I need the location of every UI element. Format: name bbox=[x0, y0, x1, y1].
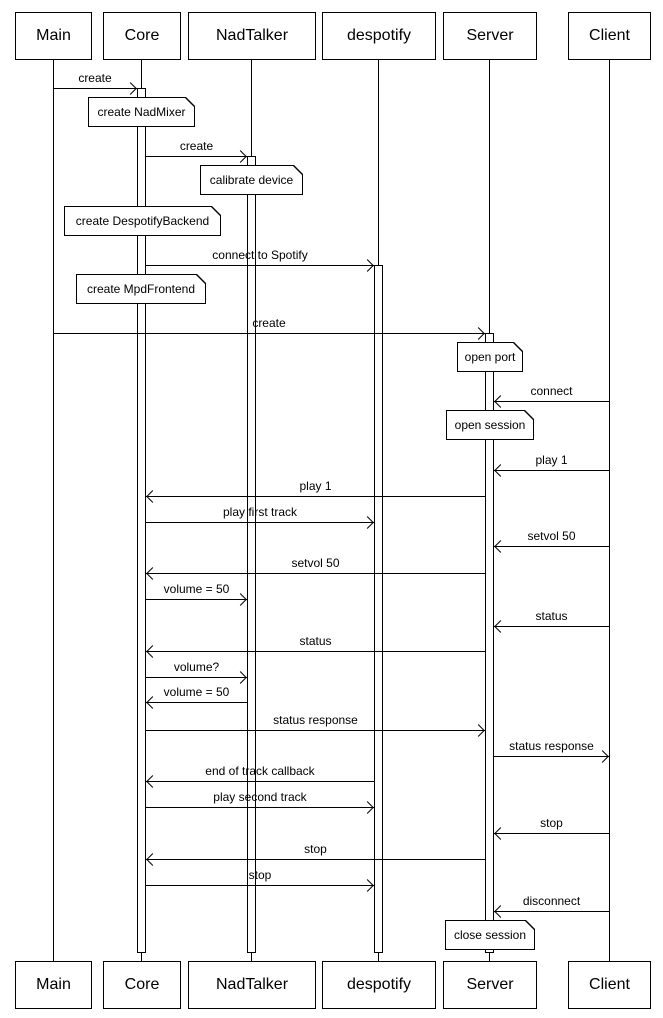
participant-top-client: Client bbox=[568, 12, 651, 60]
note-body: open port bbox=[458, 343, 522, 371]
message-arrow bbox=[146, 265, 374, 266]
note: close session bbox=[445, 920, 535, 950]
lifeline-main bbox=[53, 60, 54, 961]
message-arrow bbox=[494, 401, 609, 402]
note-body: create MpdFrontend bbox=[77, 275, 205, 303]
note: create DespotifyBackend bbox=[64, 206, 221, 236]
message-label: stop bbox=[248, 868, 272, 882]
participant-bottom-server: Server bbox=[443, 961, 537, 1009]
message-label: end of track callback bbox=[205, 764, 315, 778]
message-label: setvol 50 bbox=[527, 529, 576, 543]
message-arrow bbox=[146, 573, 485, 574]
participant-top-server: Server bbox=[443, 12, 537, 60]
message-label: status response bbox=[509, 739, 594, 753]
message-arrow bbox=[146, 859, 485, 860]
note-text: calibrate device bbox=[209, 173, 294, 187]
message-label: volume = 50 bbox=[163, 582, 230, 596]
participant-bottom-despotify: despotify bbox=[322, 961, 436, 1009]
message-label: play 1 bbox=[299, 479, 332, 493]
participant-bottom-nadtalker: NadTalker bbox=[188, 961, 316, 1009]
participant-top-nadtalker: NadTalker bbox=[188, 12, 316, 60]
activation-despotify bbox=[374, 265, 383, 953]
message-arrow bbox=[146, 651, 485, 652]
note: open port bbox=[457, 342, 523, 372]
message-label: status bbox=[535, 609, 568, 623]
note: create NadMixer bbox=[88, 97, 195, 127]
note-text: create DespotifyBackend bbox=[75, 214, 210, 228]
note-text: create NadMixer bbox=[97, 105, 186, 119]
message-arrow bbox=[494, 546, 609, 547]
message-label: status response bbox=[273, 713, 358, 727]
participant-bottom-client: Client bbox=[568, 961, 651, 1009]
note-body: open session bbox=[447, 411, 533, 439]
participant-top-core: Core bbox=[103, 12, 181, 60]
message-arrow bbox=[146, 496, 485, 497]
message-arrow bbox=[146, 807, 374, 808]
note-body: create NadMixer bbox=[89, 98, 194, 126]
lifeline-client bbox=[609, 60, 610, 961]
message-label: volume = 50 bbox=[163, 685, 230, 699]
message-arrow bbox=[146, 781, 374, 782]
message-arrow bbox=[146, 677, 247, 678]
message-label: create bbox=[179, 139, 214, 153]
activation-server bbox=[485, 333, 494, 953]
participant-top-despotify: despotify bbox=[322, 12, 436, 60]
message-arrow bbox=[146, 885, 374, 886]
message-label: play 1 bbox=[535, 453, 568, 467]
message-label: setvol 50 bbox=[291, 556, 340, 570]
note: calibrate device bbox=[200, 165, 303, 195]
message-label: create bbox=[78, 71, 112, 85]
note-body: calibrate device bbox=[201, 166, 302, 194]
message-arrow bbox=[53, 88, 137, 89]
message-arrow bbox=[494, 756, 609, 757]
note-body: close session bbox=[446, 921, 534, 949]
activation-nadtalker bbox=[247, 156, 256, 953]
message-label: play second track bbox=[213, 790, 307, 804]
note-text: open port bbox=[464, 350, 516, 364]
note-text: create MpdFrontend bbox=[86, 282, 196, 296]
message-arrow bbox=[146, 702, 247, 703]
message-arrow bbox=[146, 599, 247, 600]
participant-bottom-core: Core bbox=[103, 961, 181, 1009]
message-arrow bbox=[494, 626, 609, 627]
message-label: connect bbox=[530, 384, 573, 398]
activation-core bbox=[137, 88, 146, 953]
note: create MpdFrontend bbox=[76, 274, 206, 304]
message-arrow bbox=[494, 833, 609, 834]
message-arrow bbox=[146, 730, 485, 731]
message-label: play first track bbox=[222, 505, 297, 519]
message-arrow bbox=[146, 156, 247, 157]
note-body: create DespotifyBackend bbox=[65, 207, 220, 235]
message-arrow bbox=[146, 522, 374, 523]
message-arrow bbox=[494, 470, 609, 471]
note-text: open session bbox=[454, 418, 526, 432]
note-text: close session bbox=[453, 928, 527, 942]
message-label: disconnect bbox=[522, 894, 581, 908]
message-arrow bbox=[53, 333, 485, 334]
message-label: volume? bbox=[173, 660, 220, 674]
message-label: create bbox=[252, 316, 286, 330]
participant-bottom-main: Main bbox=[15, 961, 92, 1009]
message-label: stop bbox=[540, 816, 563, 830]
participant-top-main: Main bbox=[15, 12, 92, 60]
message-label: status bbox=[299, 634, 332, 648]
note: open session bbox=[446, 410, 534, 440]
message-label: stop bbox=[304, 842, 327, 856]
message-label: connect to Spotify bbox=[212, 248, 308, 262]
message-arrow bbox=[494, 911, 609, 912]
